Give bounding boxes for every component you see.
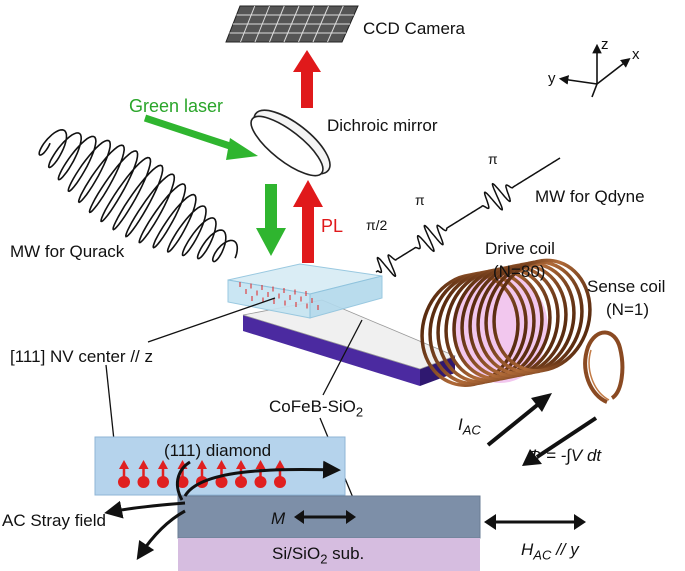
nv-center-label: [111] NV center // z	[10, 347, 153, 366]
pl-arrow-to-camera	[293, 50, 321, 108]
drive-coil-turn	[460, 265, 560, 379]
pl-label: PL	[321, 216, 344, 236]
sense-coil	[583, 330, 625, 404]
ccd-camera-sensor	[225, 5, 359, 43]
iac-label: IAC	[458, 415, 481, 438]
drive-coil-turn	[476, 261, 576, 376]
nv-center-spin	[215, 460, 228, 488]
drive-coil-turn	[484, 260, 584, 375]
diamond-label: (111) diamond	[164, 441, 272, 460]
mw-qdyne-label: MW for Qdyne	[535, 187, 645, 206]
axis-y-label: y	[548, 70, 556, 87]
green-excitation-arrow	[256, 184, 286, 256]
green-laser-label: Green laser	[129, 96, 224, 116]
ac-stray-field-label: AC Stray field	[2, 511, 106, 530]
dichroic-mirror-label: Dichroic mirror	[327, 116, 438, 135]
drive-coil	[420, 258, 592, 387]
mw-qdyne-pulse-train	[375, 157, 561, 277]
phi-label: Φ = -∫V dt	[527, 446, 602, 465]
pi-label-1: π	[415, 192, 425, 208]
iac-arrow	[486, 393, 552, 447]
nv-center-spin	[137, 460, 150, 488]
drive-coil-turn	[492, 258, 592, 373]
magnetization-label: M	[271, 509, 286, 528]
axis-x-label: x	[632, 46, 640, 63]
drive-coil-n-label: (N=80)	[493, 262, 546, 281]
cross-section	[94, 436, 586, 571]
nv-center-spin	[235, 460, 247, 488]
cofeb-label: CoFeB-SiO2	[269, 397, 364, 420]
mw-qurack-waveform	[38, 128, 239, 263]
hac-label: HAC // y	[521, 540, 579, 563]
diamond-chip-3d	[227, 263, 383, 319]
dichroic-mirror	[250, 109, 331, 177]
nv-center-spin	[157, 460, 169, 488]
sense-coil-label: Sense coil	[587, 277, 666, 296]
green-laser-arrow	[143, 114, 258, 160]
nv-center-spin	[254, 460, 267, 488]
axes-icon	[558, 43, 631, 98]
axis-z-label: z	[601, 36, 609, 53]
drive-coil-label: Drive coil	[485, 239, 555, 258]
pl-arrow-up	[293, 180, 323, 263]
phi-arrow	[522, 416, 598, 466]
pi-half-label: π/2	[366, 217, 388, 233]
mw-qurack-label: MW for Qurack	[10, 242, 125, 261]
sample-stage	[242, 299, 457, 386]
substrate-label: Si/SiO2 sub.	[272, 544, 365, 567]
sense-coil-n-label: (N=1)	[606, 300, 649, 319]
drive-coil-turn	[468, 263, 568, 378]
nv-center-spin	[118, 460, 130, 488]
pi-label-2: π	[488, 151, 498, 167]
ccd-camera-label: CCD Camera	[363, 19, 466, 38]
